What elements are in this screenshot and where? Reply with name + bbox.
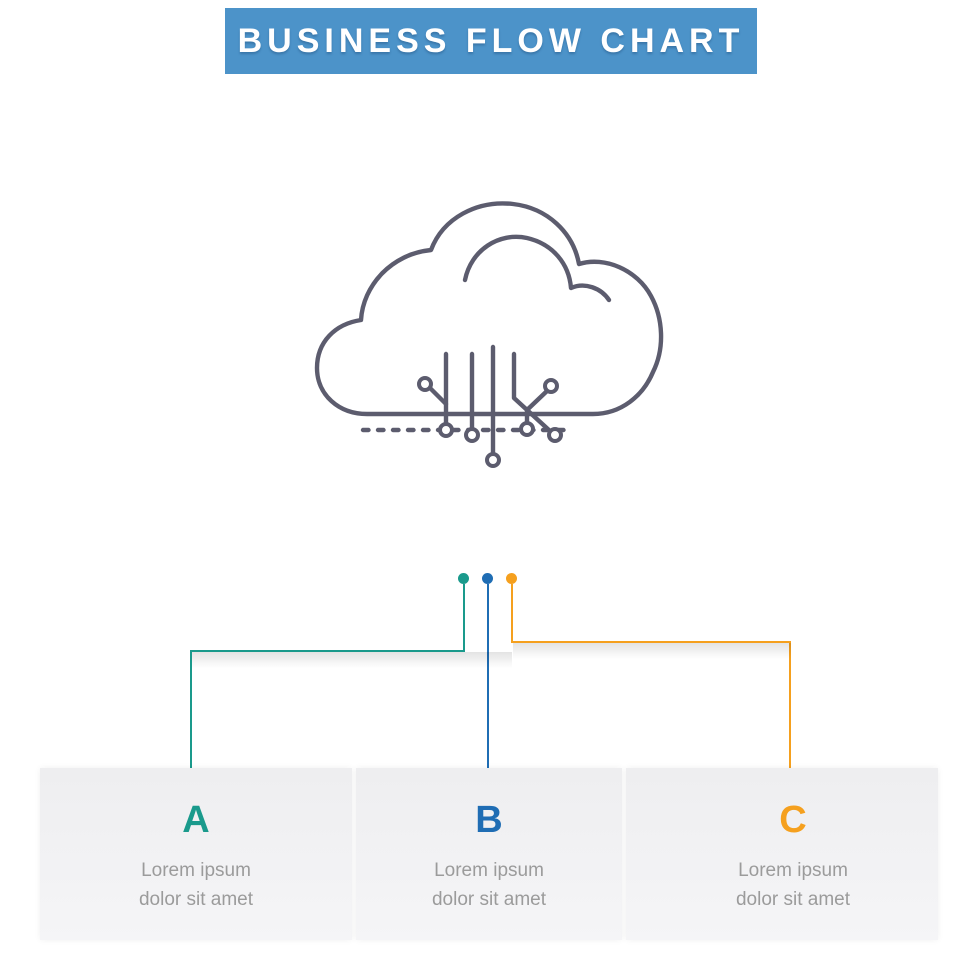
branch-c-label: C (779, 799, 807, 841)
branch-c-dot (506, 573, 517, 584)
branch-c-description: Lorem ipsum dolor sit amet (736, 856, 850, 914)
connector-shadow-right (513, 643, 791, 659)
inner-cloud-detail (462, 234, 612, 303)
branch-c-connector-stub (511, 584, 513, 641)
circuit-nodes (417, 376, 563, 468)
branch-c-description-line2: dolor sit amet (735, 889, 851, 910)
branch-b-label: B (475, 799, 503, 841)
branch-b-description: Lorem ipsum dolor sit amet (432, 856, 546, 914)
banner-title: BUSINESS FLOW CHART (237, 21, 745, 60)
branch-a-description-line1: Lorem ipsum (141, 860, 251, 881)
branch-c-connector-vertical (789, 641, 791, 800)
branch-a-connector-vertical (190, 650, 192, 800)
cloud-outline (314, 201, 664, 417)
branch-a-dot (458, 573, 469, 584)
branch-a-description: Lorem ipsum dolor sit amet (139, 856, 253, 914)
branch-b-connector-vertical (487, 584, 489, 800)
branch-a-label: A (182, 799, 210, 841)
cloud-computing-icon (303, 192, 673, 482)
branch-a-connector-stub (463, 584, 465, 650)
circuit-traces (427, 344, 553, 456)
branch-c-connector-horizontal (511, 641, 791, 643)
branch-b-panel (356, 768, 622, 940)
cloud-computing-icon-svg (314, 201, 664, 468)
branch-a-connector-horizontal (190, 650, 465, 652)
branch-a-description-line2: dolor sit amet (138, 889, 254, 910)
branch-b-description-line2: dolor sit amet (431, 889, 547, 910)
branch-b-description-line1: Lorem ipsum (434, 860, 544, 881)
branch-c-description-line1: Lorem ipsum (738, 860, 848, 881)
branch-a-panel (40, 768, 352, 940)
branch-b-dot (482, 573, 493, 584)
connector-shadow-left (192, 652, 512, 668)
branch-c-panel (626, 768, 938, 940)
banner: BUSINESS FLOW CHART (225, 8, 757, 74)
